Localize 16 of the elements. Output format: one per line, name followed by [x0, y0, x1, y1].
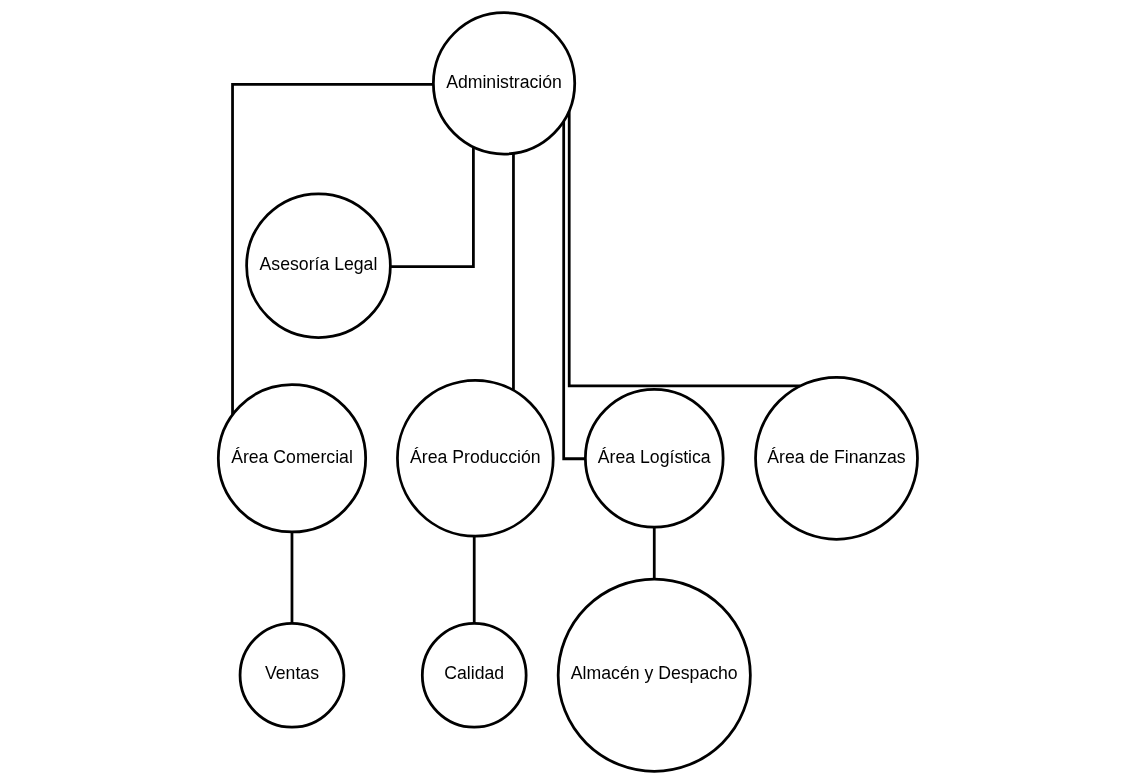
node-circle: Ventas: [238, 621, 346, 729]
node-circle: Área Producción: [396, 379, 555, 538]
node-circle: Área Comercial: [216, 383, 368, 534]
connector: [567, 111, 800, 388]
node-circle: Administración: [432, 11, 577, 156]
connector: [472, 536, 476, 624]
node-circle: Asesoría Legal: [245, 192, 392, 339]
node-circle: Área Logística: [584, 388, 725, 529]
connector: [390, 147, 475, 268]
connector: [512, 153, 515, 390]
connector: [231, 82, 434, 415]
connector: [652, 527, 656, 579]
node-circle: Calidad: [420, 621, 528, 729]
node-circle: Área de Finanzas: [754, 375, 919, 541]
connector: [290, 532, 294, 624]
node-circle: Almacén y Despacho: [556, 577, 752, 773]
